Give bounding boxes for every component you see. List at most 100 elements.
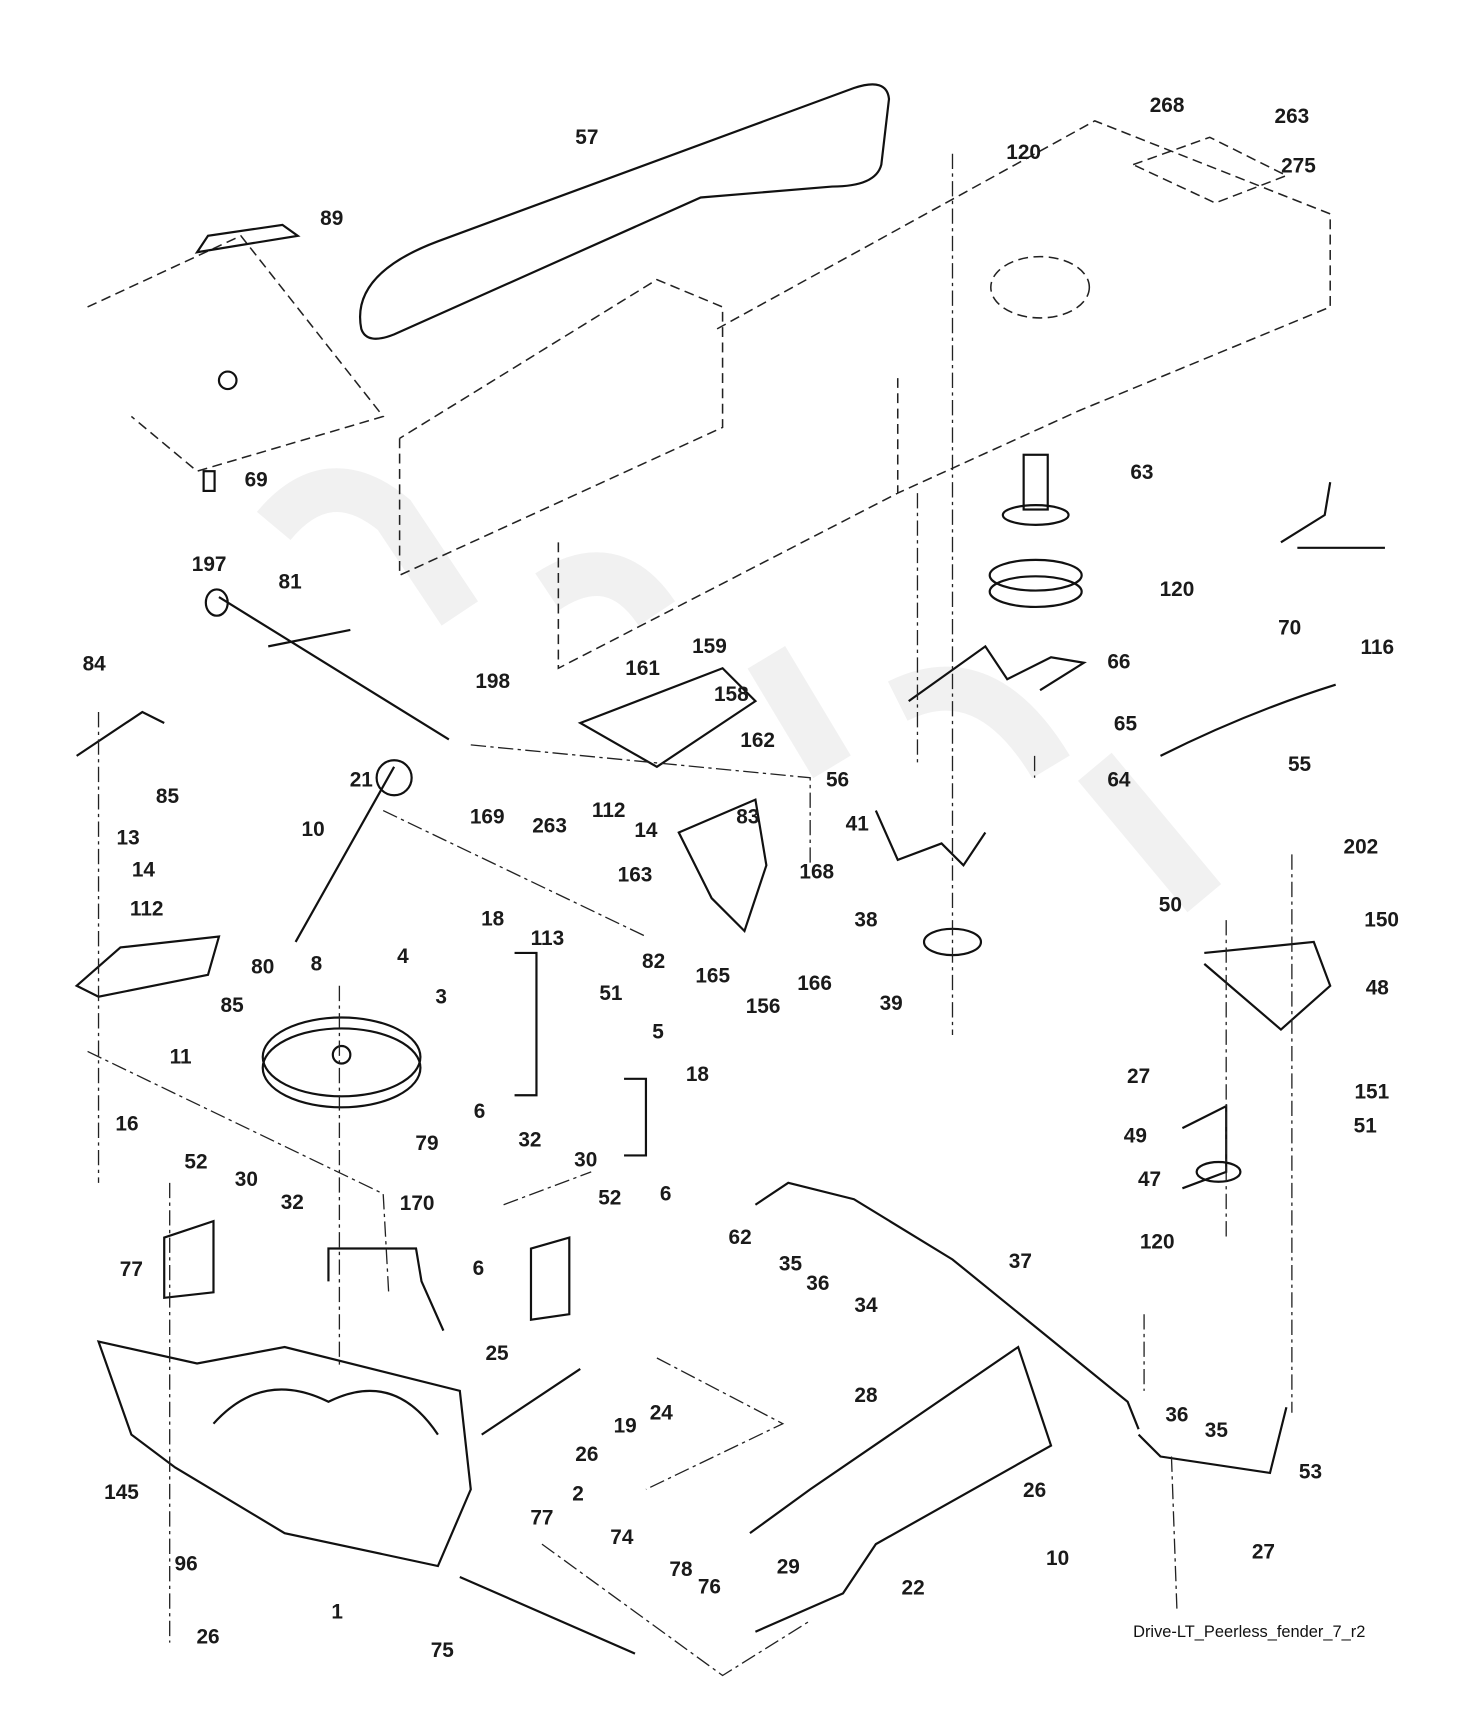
callout-62: 62: [729, 1226, 752, 1249]
callout-50: 50: [1159, 893, 1182, 916]
callout-18: 18: [686, 1063, 709, 1086]
callout-32: 32: [281, 1191, 304, 1214]
parts: [74, 223, 1385, 1655]
callout-49: 49: [1124, 1124, 1147, 1147]
callout-162: 162: [740, 729, 775, 752]
callout-18: 18: [481, 908, 504, 931]
callout-76: 76: [698, 1575, 721, 1598]
callout-70: 70: [1278, 616, 1301, 639]
callout-2: 2: [572, 1482, 584, 1505]
diagram-caption: Drive-LT_Peerless_fender_7_r2: [1133, 1623, 1365, 1641]
callout-38: 38: [854, 909, 877, 932]
callout-163: 163: [618, 864, 653, 887]
callout-32: 32: [518, 1129, 541, 1152]
callout-64: 64: [1107, 769, 1131, 792]
callout-36: 36: [806, 1272, 829, 1295]
callout-161: 161: [625, 657, 660, 680]
centerlines: [87, 153, 1293, 1677]
callout-26: 26: [575, 1443, 598, 1466]
callout-169: 169: [470, 806, 505, 829]
callout-79: 79: [415, 1132, 438, 1155]
callout-77: 77: [530, 1506, 553, 1529]
callout-156: 156: [746, 995, 781, 1018]
callout-6: 6: [473, 1257, 485, 1280]
callout-170: 170: [400, 1192, 435, 1215]
callout-35: 35: [1205, 1419, 1228, 1442]
callout-84: 84: [83, 652, 107, 675]
callout-6: 6: [660, 1182, 672, 1205]
callout-35: 35: [779, 1252, 802, 1275]
callout-14: 14: [132, 858, 156, 881]
callout-21: 21: [350, 769, 373, 792]
callout-30: 30: [235, 1168, 258, 1191]
callout-13: 13: [117, 827, 140, 850]
callout-24: 24: [650, 1401, 674, 1424]
callout-263: 263: [1275, 105, 1310, 128]
callout-52: 52: [184, 1151, 207, 1174]
callout-3: 3: [435, 985, 447, 1008]
callout-27: 27: [1252, 1540, 1275, 1563]
callout-82: 82: [642, 950, 665, 973]
callout-63: 63: [1130, 461, 1153, 484]
callout-168: 168: [799, 860, 834, 883]
callout-66: 66: [1107, 650, 1130, 673]
callout-85: 85: [221, 994, 244, 1017]
callout-116: 116: [1360, 636, 1394, 659]
callout-11: 11: [170, 1045, 192, 1068]
callout-81: 81: [279, 570, 302, 593]
callout-56: 56: [826, 769, 849, 792]
callout-113: 113: [531, 927, 565, 950]
frame-outline: [87, 120, 1331, 670]
callout-202: 202: [1344, 835, 1379, 858]
callout-74: 74: [610, 1526, 634, 1549]
callout-65: 65: [1114, 713, 1137, 736]
callout-41: 41: [846, 812, 869, 835]
callout-263: 263: [532, 814, 567, 837]
callout-85: 85: [156, 785, 179, 808]
callout-29: 29: [777, 1556, 800, 1579]
callout-39: 39: [880, 992, 903, 1015]
callout-83: 83: [736, 806, 759, 829]
callout-159: 159: [692, 635, 727, 658]
callout-26: 26: [196, 1626, 219, 1649]
callout-10: 10: [302, 818, 325, 841]
callout-268: 268: [1150, 94, 1185, 117]
callout-53: 53: [1299, 1460, 1322, 1483]
callout-37: 37: [1009, 1250, 1032, 1273]
callout-22: 22: [902, 1576, 925, 1599]
callout-77: 77: [120, 1258, 143, 1281]
callout-150: 150: [1364, 909, 1399, 932]
callout-120: 120: [1160, 578, 1195, 601]
callout-47: 47: [1138, 1168, 1161, 1191]
callout-52: 52: [598, 1187, 621, 1210]
callout-1: 1: [331, 1601, 343, 1624]
callout-198: 198: [475, 670, 510, 693]
callout-151: 151: [1354, 1081, 1389, 1104]
watermark: [256, 468, 1222, 913]
callout-51: 51: [1354, 1114, 1377, 1137]
callout-30: 30: [574, 1148, 597, 1171]
callout-89: 89: [320, 207, 343, 230]
drive-belt: [359, 83, 891, 340]
callout-51: 51: [599, 982, 622, 1005]
callout-14: 14: [634, 819, 658, 842]
callout-4: 4: [397, 945, 409, 968]
callout-48: 48: [1366, 977, 1389, 1000]
callout-5: 5: [652, 1020, 664, 1043]
callout-8: 8: [311, 952, 323, 975]
callout-10: 10: [1046, 1547, 1069, 1570]
callout-96: 96: [175, 1552, 198, 1575]
callout-75: 75: [431, 1639, 454, 1662]
callout-69: 69: [245, 469, 268, 492]
callout-57: 57: [575, 126, 598, 149]
callout-6: 6: [474, 1100, 486, 1123]
callout-25: 25: [485, 1342, 508, 1365]
callout-28: 28: [854, 1384, 877, 1407]
callout-34: 34: [854, 1294, 878, 1317]
callout-197: 197: [192, 553, 227, 576]
callout-80: 80: [251, 956, 274, 979]
callout-112: 112: [592, 799, 626, 822]
